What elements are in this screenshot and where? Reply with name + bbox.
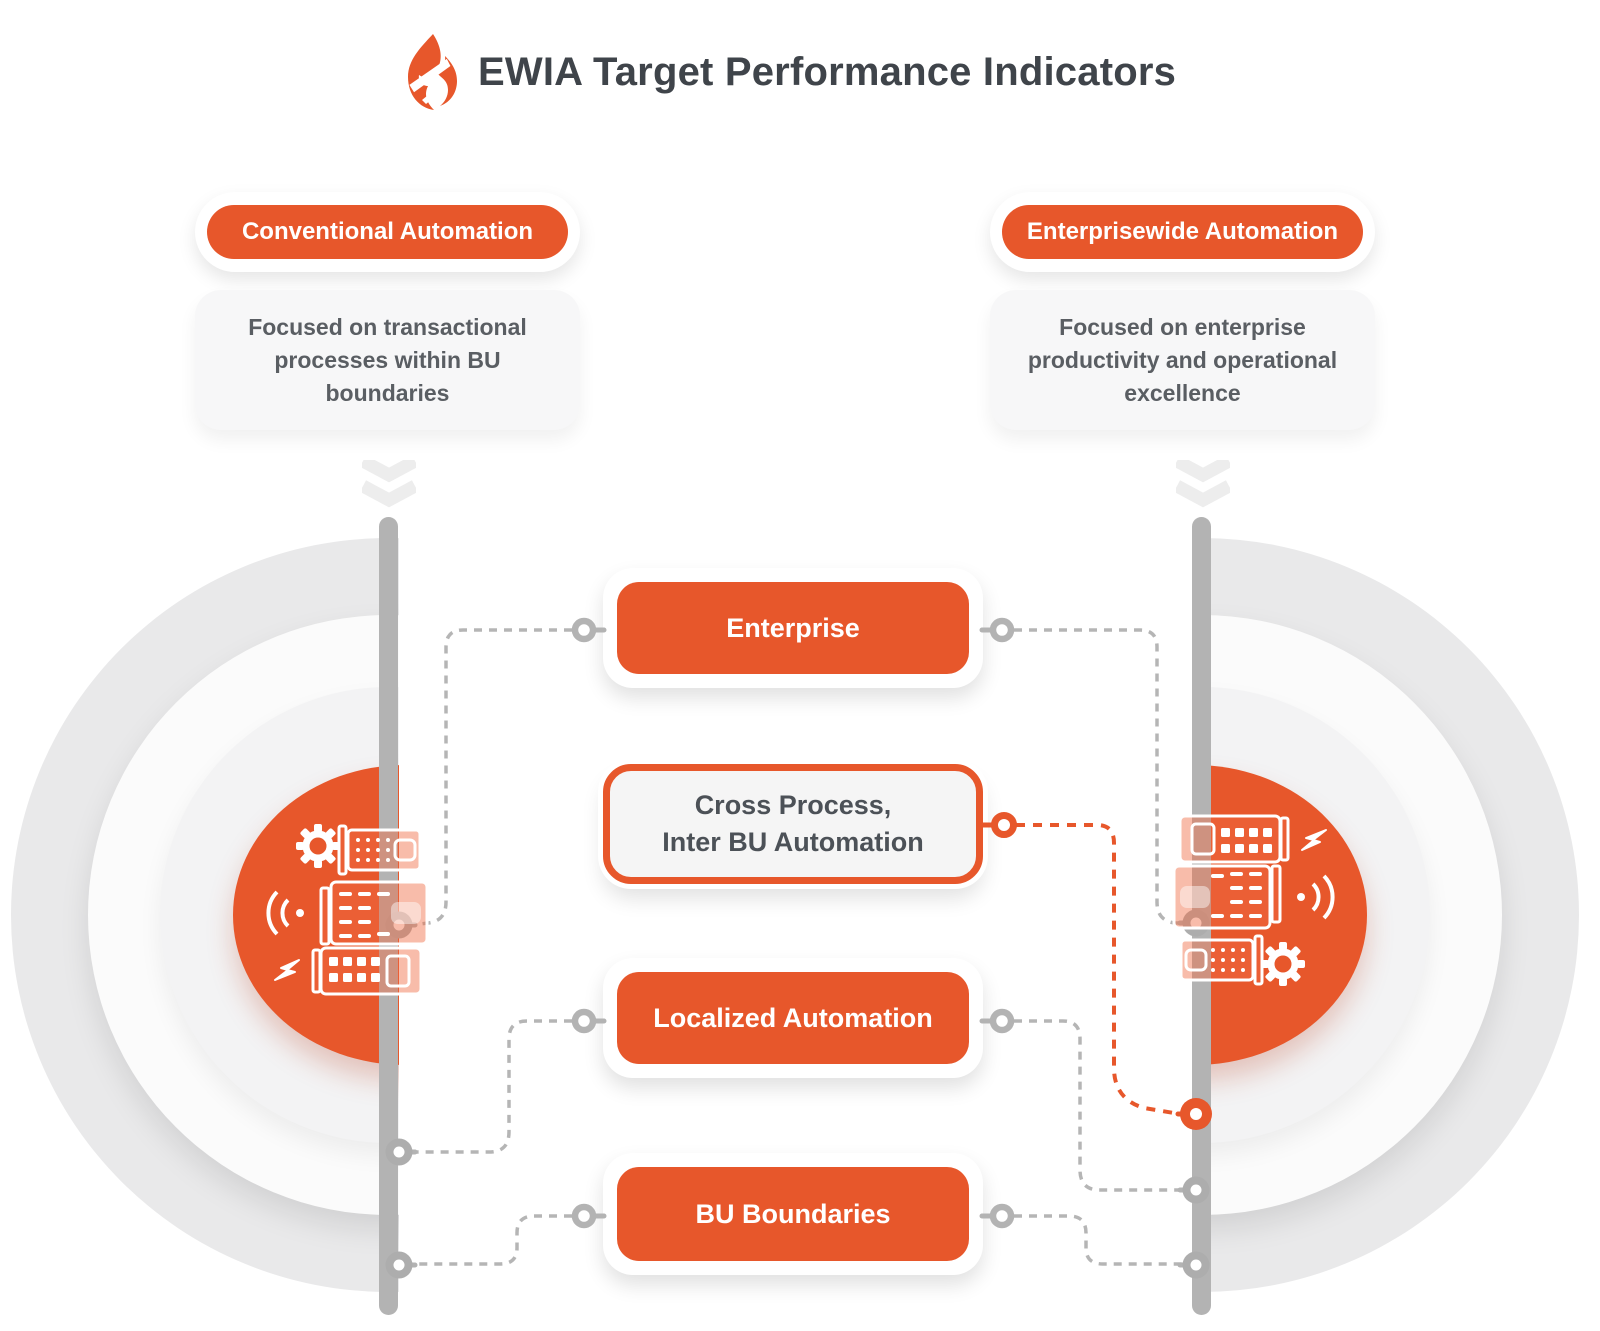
machine-icon [1178,814,1290,864]
conventional-automation-label: Conventional Automation [207,205,568,259]
enterprisewide-automation-header: Enterprisewide Automation [990,192,1375,272]
page-title: EWIA Target Performance Indicators [478,50,1177,94]
box-enterprise: Enterprise [603,568,983,688]
flame-icon [408,34,457,110]
gear-icon [1261,942,1305,986]
lightning-icon [1301,829,1327,851]
box-bu-boundaries: BU Boundaries [603,1153,983,1275]
connector-bu-right [1014,1214,1184,1266]
node-enterprise-right [989,617,1015,643]
box-enterprise-label: Enterprise [617,582,969,674]
connector-localized-right [1014,1019,1184,1192]
machine-icon [319,880,429,946]
connector-bu-left [412,1214,572,1266]
node-localized-right [989,1008,1015,1034]
lightning-icon [274,959,300,981]
node-bu-right [989,1203,1015,1229]
machine-icon [1179,934,1264,986]
double-chevron-down-icon [1176,460,1230,508]
conventional-automation-description: Focused on transactional processes withi… [195,290,580,430]
left-target-rings [0,500,399,1331]
machine-icon [337,824,422,876]
box-cross-process: Cross Process, Inter BU Automation [603,764,983,884]
machine-icon [311,946,423,996]
box-localized-automation: Localized Automation [603,958,983,1078]
conventional-automation-header: Conventional Automation [195,192,580,272]
enterprisewide-automation-label: Enterprisewide Automation [1002,205,1363,259]
enterprisewide-automation-description: Focused on enterprise productivity and o… [990,290,1375,430]
left-automation-icons [266,824,429,996]
double-chevron-down-icon [362,460,416,508]
box-bu-boundaries-label: BU Boundaries [617,1167,969,1261]
connector-localized-left [412,1019,572,1154]
machine-icon [1172,864,1282,930]
node-cross-process-right [991,812,1017,838]
box-localized-automation-label: Localized Automation [617,972,969,1064]
node-enterprise-left [571,617,597,643]
gear-icon [296,824,340,868]
signal-icon [1297,874,1335,920]
signal-icon [266,890,304,936]
right-automation-icons [1172,814,1335,986]
node-localized-left [571,1008,597,1034]
node-bu-left [571,1203,597,1229]
